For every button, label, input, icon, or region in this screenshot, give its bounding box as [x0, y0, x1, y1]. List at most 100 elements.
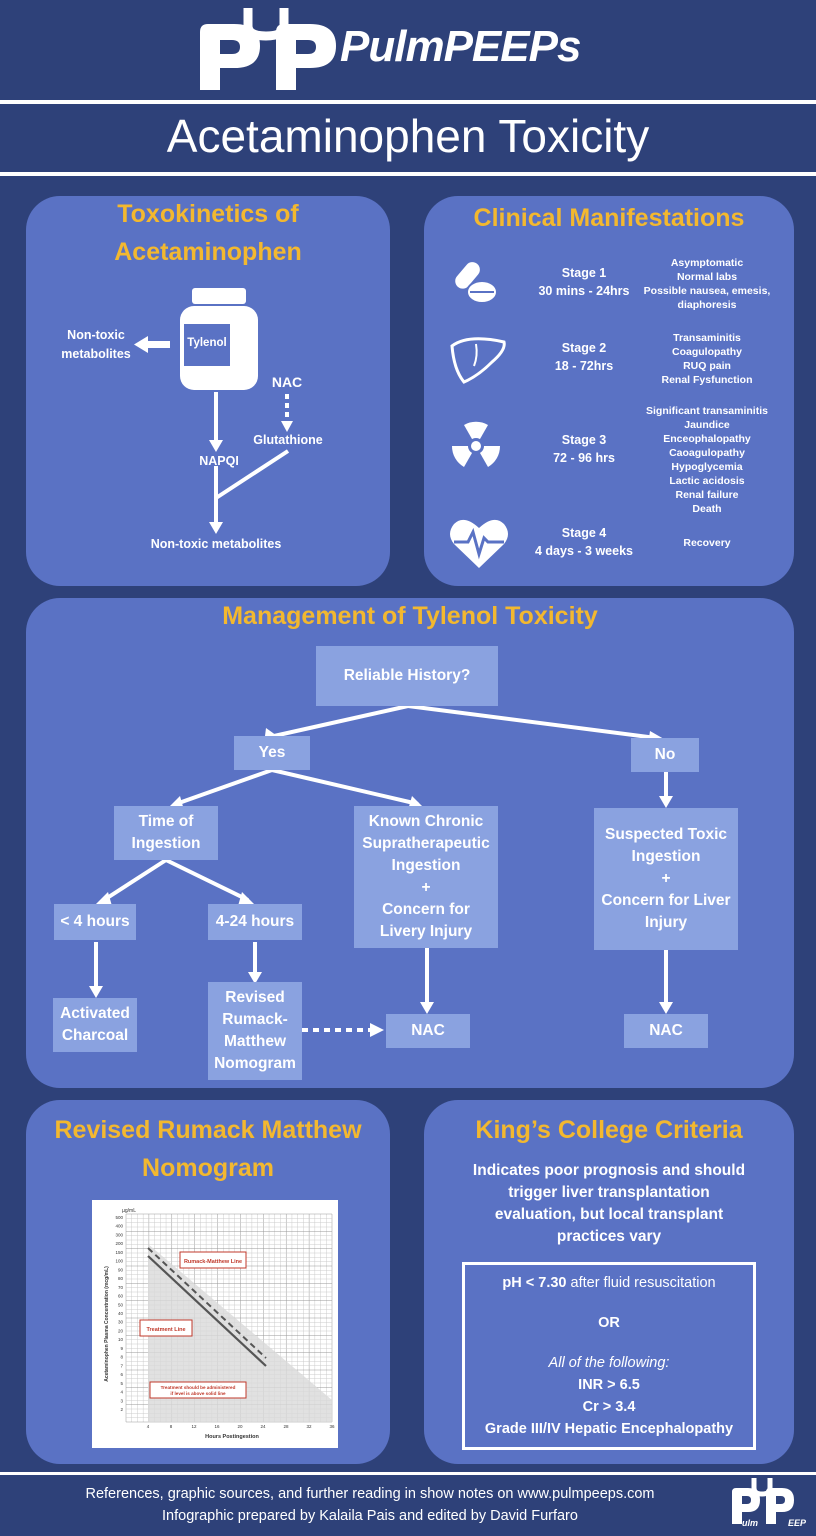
pulmpeeps-logo-icon: [200, 8, 336, 90]
nomogram-ytick: 300: [115, 1232, 123, 1237]
nomogram-ytick: 50: [118, 1302, 124, 1307]
footer-line-1: References, graphic sources, and further…: [85, 1486, 655, 1502]
tylenol-bottle-icon: [180, 288, 258, 390]
no-box: No: [631, 738, 699, 772]
nomogram-title-1: Revised Rumack Matthew: [54, 1116, 362, 1144]
management-panel: Management of Tylenol Toxicity: [26, 598, 794, 1088]
nomogram-xtick: 36: [329, 1424, 335, 1429]
stage-3-desc-3: Enceophalopathy: [663, 433, 751, 445]
nomogram-ytick: 30: [118, 1320, 124, 1325]
nomogram-ytick: 100: [115, 1259, 123, 1264]
clinical-title: Clinical Manifestations: [473, 204, 745, 232]
nomogram-xtick: 16: [214, 1424, 220, 1429]
nomogram-ytick: 5: [120, 1381, 123, 1386]
nomogram-image: Rumack-Matthew Line Treatment Line Treat…: [92, 1200, 338, 1448]
nomogram-ytick: 9: [120, 1346, 123, 1351]
nomogram-ytick: 2: [120, 1407, 123, 1412]
kings-or: OR: [598, 1315, 620, 1331]
reliable-history-text: Reliable History?: [343, 667, 471, 684]
stage-2-name: Stage 2: [561, 341, 607, 355]
logo-text: PulmPEEPs: [340, 22, 581, 71]
yes-text: Yes: [258, 744, 286, 761]
label-rm: Rumack-Matthew Line: [184, 1259, 242, 1265]
management-title: Management of Tylenol Toxicity: [222, 602, 598, 630]
nomogram-ytick: 6: [120, 1372, 123, 1377]
nomogram-ytick: 400: [115, 1224, 123, 1229]
known-chronic-line-1: Known Chronic: [368, 813, 484, 830]
footer-logo-ulm: ulm: [742, 1518, 758, 1528]
glutathione-label: Glutathione: [253, 433, 323, 447]
time-ingestion-line-2: Ingestion: [131, 835, 201, 852]
nomogram-ytick: 4: [120, 1390, 123, 1395]
activated-charcoal-line-2: Charcoal: [61, 1027, 129, 1044]
known-chronic-line-4: +: [421, 879, 431, 896]
stage-1-time: 30 mins - 24hrs: [538, 284, 630, 298]
management-arrows: [89, 704, 673, 1037]
nomogram-xtick: 32: [306, 1424, 312, 1429]
stage-1-desc-3: Possible nausea, emesis,: [643, 285, 771, 297]
stage-4-desc-1: Recovery: [683, 537, 731, 549]
kings-criteria-box: pH < 7.30 after fluid resuscitation OR A…: [462, 1262, 756, 1450]
label-note-1: Treatment should be administered: [161, 1385, 236, 1390]
nomogram-ylabel: Acetaminophen Plasma Concentration (mcg/…: [104, 1266, 110, 1382]
nomogram-xlabel: Hours Postingestion: [205, 1434, 259, 1440]
stage-1-desc-2: Normal labs: [676, 271, 738, 283]
revised-nomogram-line-4: Nomogram: [214, 1055, 296, 1072]
suspected-toxic-line-2: Ingestion: [631, 848, 701, 865]
nontoxic-bottom: Non-toxic metabolites: [150, 537, 282, 551]
nac-box-1: NAC: [386, 1014, 470, 1048]
suspected-toxic-line-5: Injury: [644, 914, 688, 931]
nomogram-ytick: 60: [118, 1294, 124, 1299]
toxokinetics-title-2: Acetaminophen: [114, 238, 302, 266]
h4-24-box: 4-24 hours: [208, 904, 302, 940]
footer-line-2: Infographic prepared by Kalaila Pais and…: [162, 1508, 578, 1524]
revised-nomogram-line-3: Matthew: [224, 1033, 286, 1050]
napqi-label: NAPQI: [199, 454, 239, 468]
footer-logo-icon: ulm EEPs: [732, 1478, 806, 1528]
nomogram-ytick: 500: [115, 1215, 123, 1220]
nontoxic-left-1: Non-toxic: [67, 328, 125, 342]
kings-ph: pH < 7.30 after fluid resuscitation: [465, 1275, 753, 1291]
kings-grade: Grade III/IV Hepatic Encephalopathy: [484, 1421, 734, 1437]
nac-text-1: NAC: [411, 1022, 445, 1039]
nomogram-ytick: 8: [120, 1355, 123, 1360]
nomogram-ytick: 3: [120, 1398, 123, 1403]
kings-ph-rest: after fluid resuscitation: [566, 1275, 716, 1291]
stage-1-desc-4: diaphoresis: [677, 299, 737, 311]
clinical-panel: Clinical Manifestations Stage 1 30 mins …: [424, 196, 794, 586]
stage-4-name: Stage 4: [561, 526, 607, 540]
stage-2-desc-1: Transaminitis: [673, 332, 741, 344]
stage-1-desc-1: Asymptomatic: [670, 257, 744, 269]
stage-3-desc-7: Renal failure: [675, 489, 739, 501]
nac-box-2: NAC: [624, 1014, 708, 1048]
nomogram-ytick: 80: [118, 1276, 124, 1281]
h4-24-text: 4-24 hours: [215, 913, 295, 930]
kings-panel: King’s College Criteria Indicates poor p…: [424, 1100, 794, 1464]
known-chronic-line-2: Supratherapeutic: [362, 835, 490, 852]
nomogram-xtick: 8: [170, 1424, 173, 1429]
revised-nomogram-line-1: Revised: [225, 989, 285, 1006]
known-chronic-box: Known Chronic Supratherapeutic Ingestion…: [354, 806, 498, 948]
liver-icon: [450, 337, 506, 384]
suspected-toxic-line-3: +: [661, 870, 671, 887]
nomogram-xtick: 20: [237, 1424, 243, 1429]
nomogram-panel: Revised Rumack Matthew Nomogram Rumack-M…: [26, 1100, 390, 1464]
yes-box: Yes: [234, 736, 310, 770]
revised-nomogram-box: Revised Rumack- Matthew Nomogram: [208, 982, 302, 1080]
nomogram-ytick: 70: [118, 1285, 124, 1290]
kings-ph-bold: pH < 7.30: [502, 1275, 567, 1291]
label-treatment: Treatment Line: [146, 1327, 185, 1333]
time-ingestion-box: Time of Ingestion: [114, 806, 218, 860]
stage-3-desc-6: Lactic acidosis: [669, 475, 745, 487]
toxokinetics-diagram: [134, 288, 293, 534]
toxokinetics-title-1: Toxokinetics of: [117, 200, 299, 228]
reliable-history-box: Reliable History?: [316, 646, 498, 706]
footer-rule: [0, 1472, 816, 1475]
nomogram-ytick: 40: [118, 1311, 124, 1316]
nomogram-yunit: µg/mL: [122, 1208, 136, 1214]
activated-charcoal-line-1: Activated: [60, 1005, 130, 1022]
bottle-label: Tylenol: [187, 337, 227, 349]
nac-label: NAC: [271, 374, 303, 390]
nomogram-xtick: 4: [147, 1424, 150, 1429]
kings-inr: INR > 6.5: [578, 1377, 640, 1393]
